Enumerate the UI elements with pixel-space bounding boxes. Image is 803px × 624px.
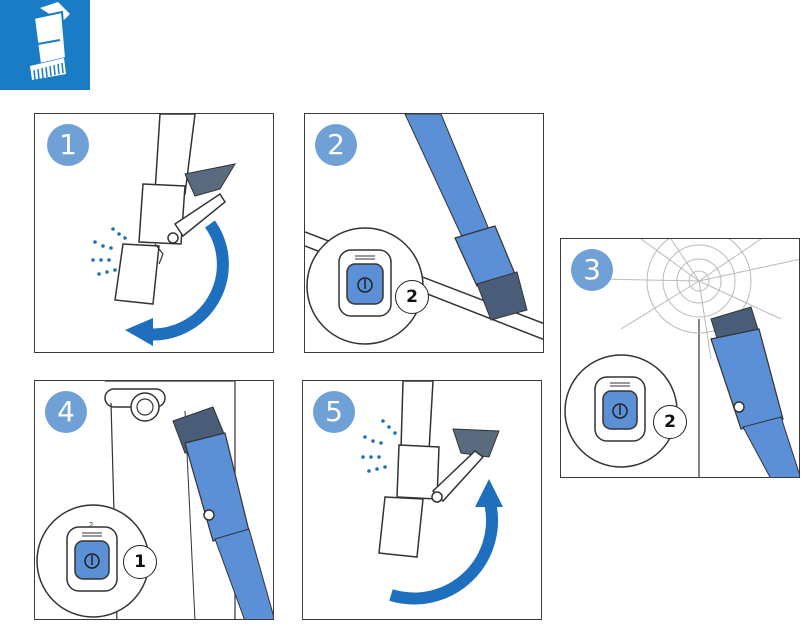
step-4-press-count: 1 bbox=[123, 545, 157, 579]
step-3-number: 3 bbox=[571, 249, 613, 291]
ceiling-corner-cleaning-icon bbox=[305, 114, 543, 345]
step-3-press-count: 2 bbox=[653, 405, 687, 439]
brush-nozzle-icon bbox=[30, 2, 70, 81]
rotate-brush-up-icon bbox=[361, 381, 503, 605]
step-4-panel: 4 2 1 bbox=[34, 380, 274, 620]
step-5-panel: 5 bbox=[302, 380, 542, 620]
step-3-panel: 3 2 bbox=[560, 238, 800, 478]
step-1-panel: 1 bbox=[34, 113, 274, 353]
step-4-mode-mark: 2 bbox=[89, 521, 94, 529]
step-2-panel: 2 2 bbox=[304, 113, 544, 353]
header-badge bbox=[0, 0, 90, 90]
cobweb-cleaning-icon bbox=[564, 239, 799, 477]
step-2-number: 2 bbox=[315, 124, 357, 166]
step-2-press-count: 2 bbox=[395, 280, 429, 314]
rotate-brush-down-icon bbox=[91, 114, 237, 346]
step-5-number: 5 bbox=[313, 391, 355, 433]
step-4-number: 4 bbox=[45, 391, 87, 433]
curtain-cleaning-icon bbox=[36, 381, 273, 619]
step-1-number: 1 bbox=[47, 124, 89, 166]
